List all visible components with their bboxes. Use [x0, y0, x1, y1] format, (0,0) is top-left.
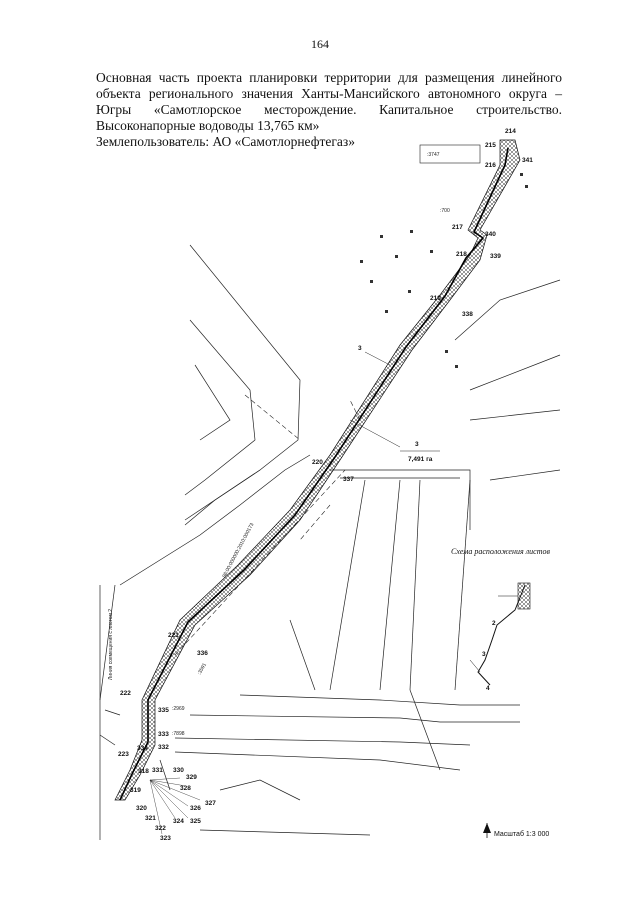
point-label: 333 — [158, 731, 169, 738]
parcel-label: :3591 — [197, 662, 209, 676]
zone-area-label: 7,491 га — [408, 456, 433, 463]
point-label: 326 — [190, 805, 201, 812]
point-label: 323 — [160, 835, 171, 842]
inset-sheet-number: 2 — [492, 620, 496, 627]
title-block: Основная часть проекта планировки террит… — [96, 70, 562, 150]
point-label: 327 — [205, 800, 216, 807]
point-label: 221 — [168, 632, 179, 639]
page-number: 164 — [311, 37, 329, 51]
background-linework — [99, 244, 561, 840]
parcel-label: :2969 — [172, 706, 185, 712]
point-label: 216 — [485, 162, 496, 169]
point-label: 325 — [190, 818, 201, 825]
point-label: 215 — [485, 142, 496, 149]
point-label: 214 — [505, 128, 516, 135]
scale-label: Масштаб 1:3 000 — [494, 830, 549, 838]
parcel-label: :3747 — [427, 152, 440, 158]
sheet-boundary-note: Линия совмещения с листом 2 — [108, 609, 114, 680]
point-label: 319 — [130, 787, 141, 794]
point-label: 318 — [138, 768, 149, 775]
document-title: Основная часть проекта планировки террит… — [96, 70, 562, 133]
point-label: 324 — [173, 818, 184, 825]
point-label: 218 — [456, 251, 467, 258]
point-label: 320 — [136, 805, 147, 812]
point-label: 336 — [197, 650, 208, 657]
point-label: 330 — [173, 767, 184, 774]
inset-sheet-number: 3 — [482, 651, 486, 658]
inset-sheet-scheme: Схема расположения листов 2 3 4 — [451, 547, 550, 692]
point-label: 217 — [452, 224, 463, 231]
point-label: 341 — [522, 157, 533, 164]
parcel-label: :700 — [440, 208, 450, 214]
pipeline-corridor — [114, 139, 521, 801]
point-label: 321 — [145, 815, 156, 822]
scattered-features — [360, 144, 528, 368]
point-label: 335 — [158, 707, 169, 714]
point-label: 339 — [490, 253, 501, 260]
point-label: 331 — [152, 767, 163, 774]
land-user: Землепользователь: АО «Самотлорнефтегаз» — [96, 134, 355, 149]
parcel-label: :7898 — [172, 731, 185, 737]
point-label: 223 — [118, 751, 129, 758]
leader-lines — [149, 777, 201, 835]
north-arrow-icon — [483, 823, 491, 838]
zone-annotation: 3 3 7,491 га — [349, 345, 440, 463]
point-label: 338 — [462, 311, 473, 318]
inset-title: Схема расположения листов — [451, 547, 550, 556]
point-label: 219 — [430, 295, 441, 302]
zone-id-label: 3 — [358, 345, 362, 352]
point-label: 334 — [137, 745, 148, 752]
point-label: 332 — [158, 744, 169, 751]
zone-id-label: 3 — [415, 441, 419, 448]
point-label: 220 — [312, 459, 323, 466]
point-label: 329 — [186, 774, 197, 781]
point-label: 222 — [120, 690, 131, 697]
inset-sheet-number: 4 — [486, 685, 490, 692]
point-label: 328 — [180, 785, 191, 792]
point-label: 340 — [485, 231, 496, 238]
point-labels: 214 215 216 341 217 340 218 339 219 338 … — [118, 128, 533, 842]
parcel-labels: :3747 :700 :2969 :7898 :3591 — [172, 152, 450, 737]
point-label: 337 — [343, 476, 354, 483]
